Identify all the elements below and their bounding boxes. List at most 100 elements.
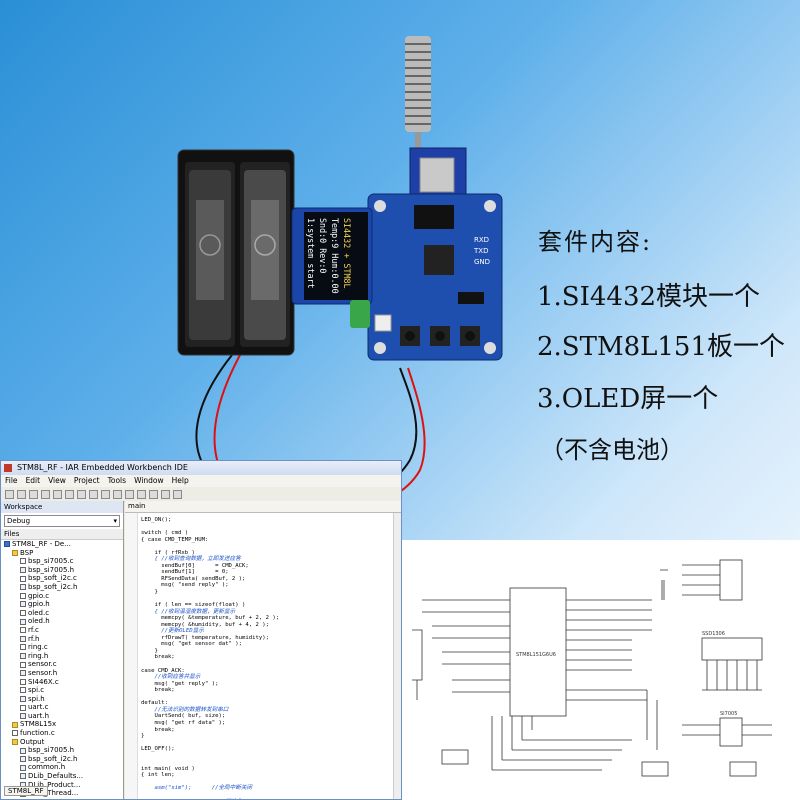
file-tree-item[interactable]: sensor.c [1,660,123,669]
file-icon [20,627,26,634]
code-line: memcpy( &humidity, buf + 4, 2 ); [141,621,269,628]
code-line: } [141,733,145,740]
file-tree-item[interactable]: ring.c [1,643,123,652]
workspace-header: Workspace [1,501,123,513]
file-tree-item[interactable]: spi.h [1,695,123,704]
debug-icon[interactable] [161,489,170,499]
menu-window[interactable]: Window [134,476,164,485]
file-tree-item[interactable]: oled.c [1,609,123,618]
board-label-txd: TXD [473,247,488,255]
menu-edit[interactable]: Edit [25,476,41,485]
file-tree-item[interactable]: rf.h [1,635,123,644]
file-icon [20,592,26,599]
editor-tab-main[interactable]: main [125,501,401,513]
save-all-icon[interactable] [41,489,50,499]
file-tree-label: ring.h [28,651,49,660]
folder-icon [12,549,18,556]
file-tree-item[interactable]: STM8L_RF - De... [1,540,123,549]
board-label-gnd: GND [474,258,490,266]
file-tree-item[interactable]: bsp_si7005.c [1,557,123,566]
code-line: memcpy( &temperature, buf + 2, 2 ); [141,615,280,622]
oled-line-2: Temp:9 Hum:0.00 [330,218,340,294]
file-tree-item[interactable]: Output [1,738,123,747]
menu-file[interactable]: File [5,476,18,485]
workspace-tab[interactable]: STM8L_RF [4,786,48,796]
file-tree-item[interactable]: gpio.h [1,600,123,609]
file-tree-item[interactable]: sensor.h [1,669,123,678]
code-editor[interactable]: main LED_ON();switch ( cmd ){ case CMD_T… [125,501,401,799]
schematic-panel: STM8L151G6U6 SSD1306 SI7005 [402,540,800,800]
code-line: } [141,647,158,654]
menu-view[interactable]: View [48,476,66,485]
ide-title-bar[interactable]: STM8L_RF - IAR Embedded Workbench IDE [1,461,401,475]
file-tree-item[interactable]: ring.h [1,652,123,661]
make-icon[interactable] [149,489,158,499]
menu-help[interactable]: Help [171,476,189,485]
file-icon [20,773,26,780]
redo-icon[interactable] [113,489,122,499]
save-icon[interactable] [29,489,38,499]
file-icon [20,644,26,651]
compile-icon[interactable] [137,489,146,499]
file-icon [20,678,26,685]
code-area[interactable]: LED_ON();switch ( cmd ){ case CMD_TEMP_H… [141,517,393,799]
code-line: msg( "get sensor dat" ); [141,641,243,648]
file-tree-item[interactable]: STM8L15x [1,720,123,729]
file-icon [20,704,26,711]
menu-bar: File Edit View Project Tools Window Help [1,475,401,487]
folder-icon [12,738,18,745]
file-icon [20,764,26,771]
file-tree-item[interactable]: bsp_si7005.h [1,746,123,755]
file-tree-item[interactable]: gpio.c [1,592,123,601]
file-tree-item[interactable]: SI446X.c [1,678,123,687]
menu-project[interactable]: Project [73,476,100,485]
file-tree-item[interactable]: common.h [1,763,123,772]
file-icon [20,756,26,763]
file-tree-label: uart.c [28,703,49,712]
file-tree-item[interactable]: DLib_Defaults... [1,772,123,781]
file-icon [20,601,26,608]
kit-item-oled: 3.OLED屏一个 [537,384,719,414]
file-tree-label: bsp_soft_i2c.h [28,754,78,763]
line-gutter [125,513,138,799]
open-folder-icon[interactable] [17,489,26,499]
find-icon[interactable] [125,489,134,499]
cut-icon[interactable] [65,489,74,499]
undo-icon[interactable] [101,489,110,499]
configuration-select[interactable]: Debug [4,515,120,527]
file-tree-label: bsp_si7005.h [28,746,75,755]
file-icon [20,635,26,642]
ide-window: STM8L_RF - IAR Embedded Workbench IDE Fi… [0,460,402,800]
file-tree-item[interactable]: function.c [1,729,123,738]
file-tree-item[interactable]: bsp_si7005.h [1,566,123,575]
file-tree-label: function.c [20,729,55,738]
file-tree-item[interactable]: rf.c [1,626,123,635]
new-file-icon[interactable] [5,489,14,499]
kit-note: （不含电池） [540,436,684,464]
file-tree-item[interactable]: uart.h [1,712,123,721]
file-tree-item[interactable]: BSP [1,549,123,558]
code-line: //收到应答并显示 [141,674,201,681]
file-tree-item[interactable]: spi.c [1,686,123,695]
download-icon[interactable] [173,489,182,499]
file-tree-item[interactable]: bsp_soft_i2c.c [1,574,123,583]
file-icon [20,567,26,574]
file-tree-item[interactable]: oled.h [1,617,123,626]
file-tree-item[interactable]: bsp_soft_i2c.h [1,583,123,592]
file-tree-item[interactable]: uart.c [1,703,123,712]
paste-icon[interactable] [89,489,98,499]
file-tree-item[interactable]: bsp_soft_i2c.h [1,755,123,764]
vertical-scrollbar[interactable] [393,513,401,799]
code-line: msg( "get reply" ); [141,680,219,687]
file-icon [20,584,26,591]
file-tree-label: STM8L_RF - De... [12,540,71,548]
code-line: int main( void ) [141,765,195,772]
copy-icon[interactable] [77,489,86,499]
file-tree-label: gpio.c [28,591,50,600]
file-tree-label: rf.h [28,634,40,643]
code-line: switch ( cmd ) [141,530,189,537]
print-icon[interactable] [53,489,62,499]
code-line: break; [141,687,175,694]
menu-tools[interactable]: Tools [107,476,127,485]
